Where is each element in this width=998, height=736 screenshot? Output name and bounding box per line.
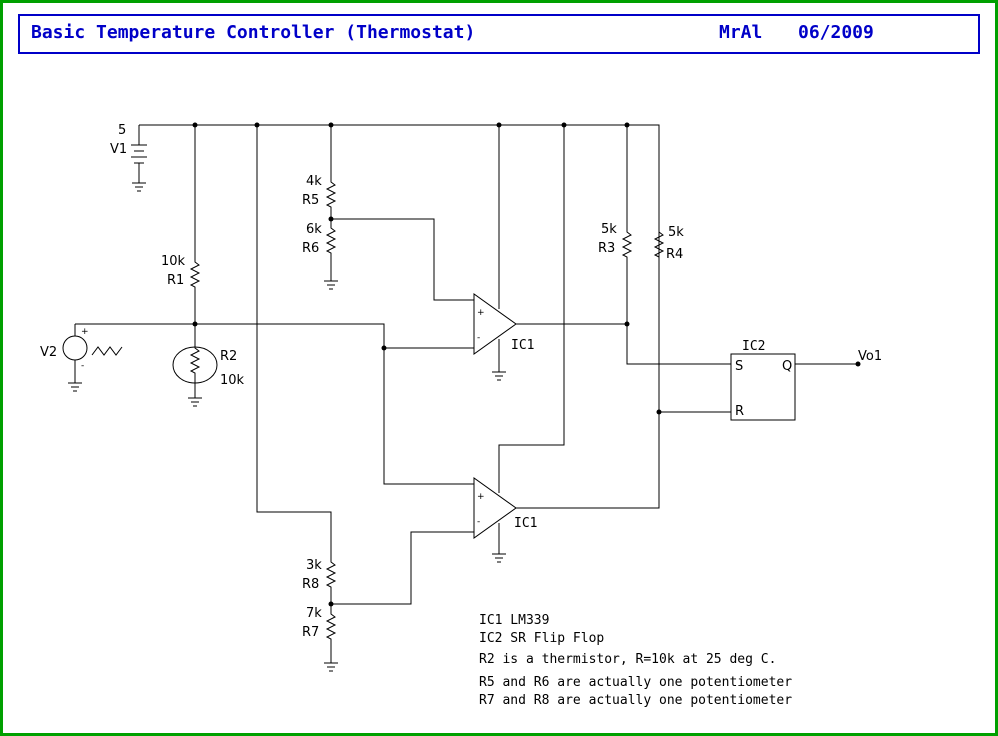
author-label: MrAl: [719, 22, 763, 43]
resistor-r3: [621, 125, 731, 365]
diagram-title: Basic Temperature Controller (Thermostat…: [31, 22, 476, 43]
ic2-ref: IC2: [742, 339, 765, 354]
r2-value: 10k: [220, 373, 245, 388]
comparator-ic1-top: [384, 125, 627, 381]
divider-r5-r6: [324, 125, 474, 301]
ic2-s-pin: S: [735, 359, 743, 374]
junction-dots: [192, 122, 861, 607]
ic2-r-pin: R: [735, 404, 744, 419]
ic1-top-minus: -: [477, 333, 480, 343]
r4-value: 5k: [668, 225, 684, 240]
battery-v1: [131, 144, 147, 192]
v1-ref: V1: [110, 142, 127, 157]
r8-value: 3k: [306, 558, 322, 573]
r6-value: 6k: [306, 222, 322, 237]
resistor-r1: [189, 125, 201, 324]
supply-rail: [138, 124, 660, 412]
resistor-r4: [653, 231, 731, 413]
ic1-bottom-ref: IC1: [514, 516, 537, 531]
r1-value: 10k: [161, 254, 186, 269]
r8-ref: R8: [302, 577, 319, 592]
ic1-top-ref: IC1: [511, 338, 534, 353]
ic2-q-pin: Q: [782, 359, 792, 374]
r7-ref: R7: [302, 625, 319, 640]
r4-ref: R4: [666, 247, 683, 262]
note-r2: R2 is a thermistor, R=10k at 25 deg C.: [479, 652, 776, 667]
r3-value: 5k: [601, 222, 617, 237]
r7-value: 7k: [306, 606, 322, 621]
v1-value: 5: [118, 123, 126, 138]
thermistor-r2: [172, 324, 218, 407]
comparator-ic1-bottom: [473, 125, 660, 563]
r1-ref: R1: [167, 273, 184, 288]
r5-ref: R5: [302, 193, 319, 208]
ic1-top-plus: +: [477, 308, 485, 318]
source-v2: [62, 323, 474, 485]
r3-ref: R3: [598, 241, 615, 256]
divider-r8-r7: [256, 125, 474, 672]
title-box: [18, 14, 980, 54]
output-label: Vo1: [858, 349, 882, 364]
v2-ref: V2: [40, 345, 57, 360]
note-r5-r6: R5 and R6 are actually one potentiometer: [479, 675, 792, 690]
date-label: 06/2009: [798, 22, 874, 43]
r6-ref: R6: [302, 241, 319, 256]
v2-plus: +: [81, 327, 89, 337]
ic1-bottom-plus: +: [477, 492, 485, 502]
r5-value: 4k: [306, 174, 322, 189]
flip-flop-ic2: [730, 353, 858, 421]
note-ic2: IC2 SR Flip Flop: [479, 631, 604, 646]
note-r7-r8: R7 and R8 are actually one potentiometer: [479, 693, 792, 708]
v2-minus: -: [81, 361, 84, 371]
ic1-bottom-minus: -: [477, 517, 480, 527]
r2-ref: R2: [220, 349, 237, 364]
note-ic1: IC1 LM339: [479, 613, 549, 628]
